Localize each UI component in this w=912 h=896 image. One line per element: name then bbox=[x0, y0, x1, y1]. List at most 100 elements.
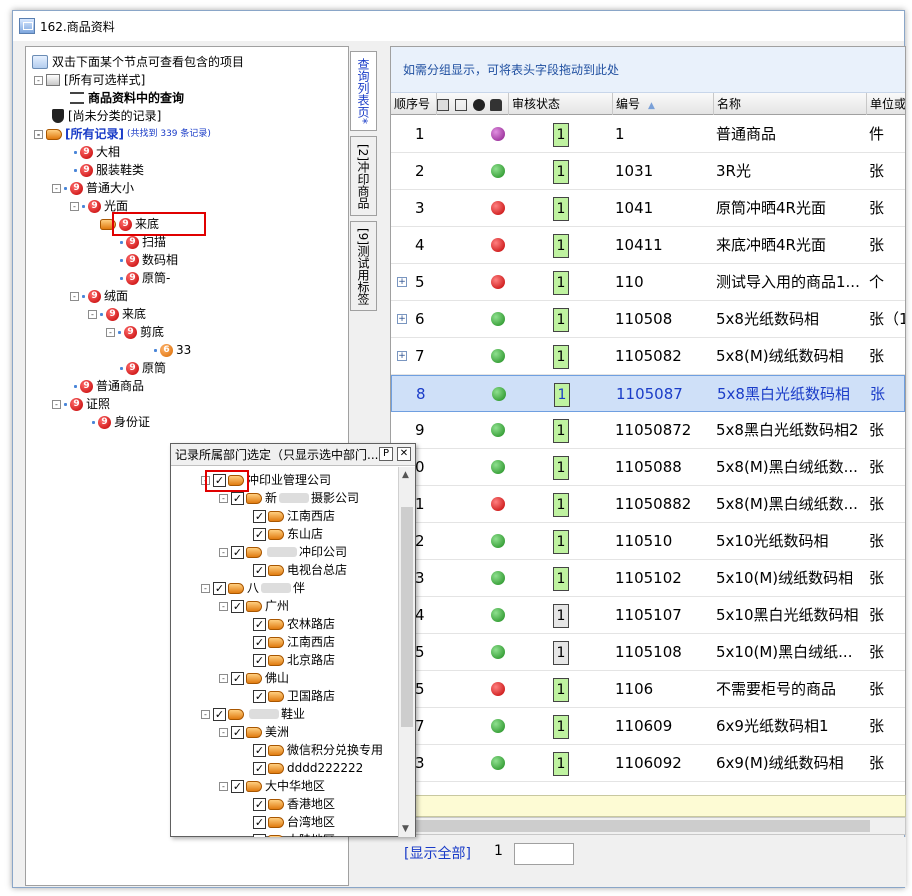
collapse-toggle[interactable]: - bbox=[219, 673, 228, 683]
scroll-thumb[interactable] bbox=[407, 820, 870, 832]
audit-flag[interactable]: 1 bbox=[553, 604, 569, 628]
department-item[interactable]: -✓佛山 bbox=[219, 669, 289, 687]
collapse-toggle[interactable]: - bbox=[70, 291, 79, 301]
scroll-down-icon[interactable]: ▼ bbox=[402, 824, 409, 834]
col-header-unit[interactable]: 单位或型 bbox=[867, 93, 905, 115]
department-item[interactable]: ✓微信积分兑换专用 bbox=[253, 743, 384, 757]
department-item[interactable]: ✓江南西店 bbox=[253, 635, 336, 649]
pin-button[interactable]: P bbox=[379, 447, 393, 461]
close-circle-icon[interactable] bbox=[472, 98, 485, 111]
department-select-popup[interactable]: 记录所属部门选定（只显示选中部门... P ✕ -✓冲印业管理公司-✓新摄影公司… bbox=[170, 443, 416, 837]
department-item[interactable]: -✓新摄影公司 bbox=[219, 489, 359, 507]
audit-flag[interactable]: 1 bbox=[553, 456, 569, 480]
tab-photo-products[interactable]: [2]冲印商品 bbox=[350, 136, 377, 216]
tree-item-all-records[interactable]: - [所有记录] (共找到 339 条记录) bbox=[34, 125, 211, 143]
col-header-status[interactable]: 审核状态 bbox=[509, 93, 613, 115]
checkbox[interactable]: ✓ bbox=[253, 815, 266, 829]
checkbox[interactable]: ✓ bbox=[253, 617, 266, 631]
audit-flag[interactable]: 1 bbox=[553, 419, 569, 443]
collapse-toggle[interactable]: - bbox=[70, 201, 79, 211]
collapse-toggle[interactable]: - bbox=[106, 327, 115, 337]
checkbox[interactable]: ✓ bbox=[231, 545, 244, 559]
tree-view-icon[interactable] bbox=[454, 98, 467, 111]
checkbox[interactable]: ✓ bbox=[253, 833, 266, 837]
department-item[interactable]: ✓dddd222222 bbox=[253, 761, 364, 775]
page-input[interactable] bbox=[514, 843, 574, 865]
audit-flag[interactable]: 1 bbox=[553, 271, 569, 295]
checkbox[interactable]: ✓ bbox=[213, 473, 226, 487]
checkbox[interactable]: ✓ bbox=[253, 761, 266, 775]
department-item[interactable]: ✓东山店 bbox=[253, 527, 324, 541]
checkbox[interactable]: ✓ bbox=[231, 491, 244, 505]
checkbox[interactable]: ✓ bbox=[253, 527, 266, 541]
play-icon[interactable] bbox=[437, 98, 449, 111]
scroll-up-icon[interactable]: ▲ bbox=[402, 470, 409, 480]
checkbox[interactable]: ✓ bbox=[253, 743, 266, 757]
department-item[interactable]: -✓八伴 bbox=[201, 579, 305, 597]
tree-item-all-styles[interactable]: - [所有可选样式] bbox=[34, 71, 145, 89]
close-button[interactable]: ✕ bbox=[397, 447, 411, 461]
group-by-hint[interactable]: 如需分组显示，可将表头字段拖动到此处 bbox=[391, 47, 905, 93]
checkbox[interactable]: ✓ bbox=[231, 671, 244, 685]
department-item[interactable]: -✓鞋业 bbox=[201, 705, 305, 723]
collapse-toggle[interactable]: - bbox=[52, 183, 61, 193]
department-item[interactable]: ✓卫国路店 bbox=[253, 689, 336, 703]
checkbox[interactable]: ✓ bbox=[253, 563, 266, 577]
department-tree[interactable]: -✓冲印业管理公司-✓新摄影公司✓江南西店✓东山店-✓冲印公司✓电视台总店-✓八… bbox=[171, 467, 398, 837]
audit-flag[interactable]: 1 bbox=[553, 567, 569, 591]
audit-flag[interactable]: 1 bbox=[553, 160, 569, 184]
checkbox[interactable]: ✓ bbox=[231, 779, 244, 793]
audit-flag[interactable]: 1 bbox=[553, 752, 569, 776]
collapse-toggle[interactable]: - bbox=[219, 493, 228, 503]
department-item[interactable]: -✓大中华地区 bbox=[219, 777, 325, 795]
tree-item-product-query[interactable]: 商品资料中的查询 bbox=[70, 89, 184, 107]
department-item[interactable]: ✓香港地区 bbox=[253, 797, 336, 811]
department-item[interactable]: ✓农林路店 bbox=[253, 617, 336, 631]
audit-flag[interactable]: 1 bbox=[553, 197, 569, 221]
collapse-toggle[interactable]: - bbox=[219, 601, 228, 611]
product-grid[interactable]: 如需分组显示，可将表头字段拖动到此处 顺序号 审核状态 编号▲ 名称 单位或型 … bbox=[390, 46, 906, 816]
expand-toggle[interactable]: + bbox=[397, 314, 407, 324]
scroll-thumb[interactable] bbox=[401, 507, 413, 727]
col-header-code[interactable]: 编号▲ bbox=[613, 93, 714, 115]
audit-flag[interactable]: 1 bbox=[553, 493, 569, 517]
checkbox[interactable]: ✓ bbox=[253, 509, 266, 523]
checkbox[interactable]: ✓ bbox=[253, 635, 266, 649]
department-item[interactable]: ✓台湾地区 bbox=[253, 815, 336, 829]
tab-query-list[interactable]: 查询列表页* bbox=[350, 51, 377, 131]
audit-flag[interactable]: 1 bbox=[553, 123, 569, 147]
checkbox[interactable]: ✓ bbox=[253, 653, 266, 667]
audit-flag[interactable]: 1 bbox=[553, 641, 569, 665]
collapse-toggle[interactable]: - bbox=[88, 309, 97, 319]
collapse-toggle[interactable]: - bbox=[201, 709, 210, 719]
department-item[interactable]: ✓电视台总店 bbox=[253, 563, 348, 577]
checkbox[interactable]: ✓ bbox=[253, 689, 266, 703]
checkbox[interactable]: ✓ bbox=[213, 707, 226, 721]
show-all-link[interactable]: [显示全部] bbox=[404, 846, 471, 862]
tab-test-label[interactable]: [9]测试用标签 bbox=[350, 221, 377, 311]
audit-flag[interactable]: 1 bbox=[553, 678, 569, 702]
audit-flag[interactable]: 1 bbox=[553, 530, 569, 554]
